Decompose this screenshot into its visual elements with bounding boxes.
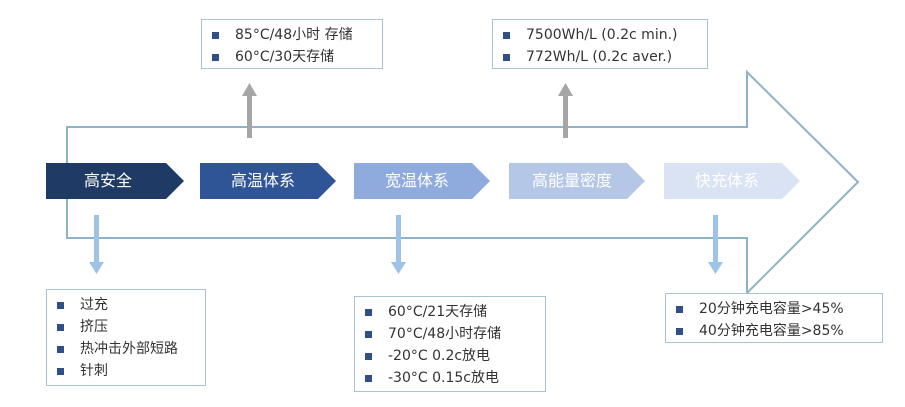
- spec-text: 7500Wh/L (0.2c min.): [526, 27, 678, 43]
- list-item: 60°C/30天存储: [212, 46, 374, 68]
- stage-chevron-wide-temp: [354, 163, 490, 199]
- stage-label-safety: 高安全: [83, 171, 132, 190]
- bullet-icon: [57, 323, 64, 331]
- list-item: 40分钟充电容量>85%: [676, 320, 874, 342]
- spec-text: 20分钟充电容量>45%: [699, 301, 844, 317]
- spec-box-energy-density: 7500Wh/L (0.2c min.) 772Wh/L (0.2c aver.…: [492, 19, 708, 69]
- bullet-icon: [365, 308, 372, 316]
- stage-label-energy-density: 高能量密度: [531, 171, 612, 190]
- spec-text: 40分钟充电容量>85%: [699, 323, 844, 339]
- stage-chevron-high-temp: [200, 163, 336, 199]
- spec-text: -20°C 0.2c放电: [388, 348, 491, 364]
- stage-chevron-fast-charge: [664, 163, 800, 199]
- list-item: 7500Wh/L (0.2c min.): [503, 24, 699, 46]
- list-item: 772Wh/L (0.2c aver.): [503, 46, 699, 68]
- list-item: 挤压: [57, 316, 197, 338]
- spec-text: 772Wh/L (0.2c aver.): [526, 49, 673, 65]
- bullet-icon: [57, 301, 64, 309]
- bullet-icon: [676, 305, 683, 313]
- bullet-icon: [212, 53, 219, 61]
- bullet-icon: [57, 345, 64, 353]
- stage-label-wide-temp: 宽温体系: [384, 171, 449, 190]
- list-item: 85°C/48小时 存储: [212, 24, 374, 46]
- list-item: 针刺: [57, 360, 197, 382]
- bullet-icon: [365, 330, 372, 338]
- stage-label-fast-charge: 快充体系: [694, 171, 759, 190]
- spec-text: 70°C/48小时存储: [388, 326, 502, 342]
- down-arrow-wide-temp: [391, 215, 406, 274]
- spec-text: 85°C/48小时 存储: [235, 27, 353, 43]
- bullet-icon: [365, 374, 372, 382]
- spec-box-safety: 过充 挤压 热冲击外部短路 针刺: [46, 289, 206, 386]
- spec-text: 60°C/21天存储: [388, 304, 488, 320]
- bullet-icon: [676, 327, 683, 335]
- spec-box-high-temp: 85°C/48小时 存储 60°C/30天存储: [201, 19, 383, 69]
- spec-text: 挤压: [80, 319, 108, 335]
- list-item: 过充: [57, 294, 197, 316]
- list-item: 20分钟充电容量>45%: [676, 298, 874, 320]
- down-arrow-fast-charge: [708, 215, 723, 274]
- list-item: 70°C/48小时存储: [365, 323, 537, 345]
- stage-chevron-safety: [46, 163, 184, 199]
- list-item: -30°C 0.15c放电: [365, 367, 537, 389]
- spec-text: 60°C/30天存储: [235, 49, 335, 65]
- bullet-icon: [503, 31, 510, 39]
- bullet-icon: [57, 367, 64, 375]
- list-item: -20°C 0.2c放电: [365, 345, 537, 367]
- up-arrow-energy-density: [558, 83, 573, 138]
- stage-chevron-energy-density: [509, 163, 645, 199]
- spec-box-fast-charge: 20分钟充电容量>45% 40分钟充电容量>85%: [665, 293, 883, 343]
- up-arrow-high-temp: [242, 83, 257, 138]
- list-item: 60°C/21天存储: [365, 301, 537, 323]
- bullet-icon: [365, 352, 372, 360]
- spec-text: 热冲击外部短路: [80, 341, 178, 357]
- bullet-icon: [503, 53, 510, 61]
- stage-label-high-temp: 高温体系: [230, 171, 295, 190]
- spec-text: 过充: [80, 297, 108, 313]
- down-arrow-safety: [89, 215, 104, 274]
- list-item: 热冲击外部短路: [57, 338, 197, 360]
- spec-box-wide-temp: 60°C/21天存储 70°C/48小时存储 -20°C 0.2c放电 -30°…: [354, 296, 546, 392]
- bullet-icon: [212, 31, 219, 39]
- spec-text: 针刺: [80, 363, 108, 379]
- spec-text: -30°C 0.15c放电: [388, 370, 499, 386]
